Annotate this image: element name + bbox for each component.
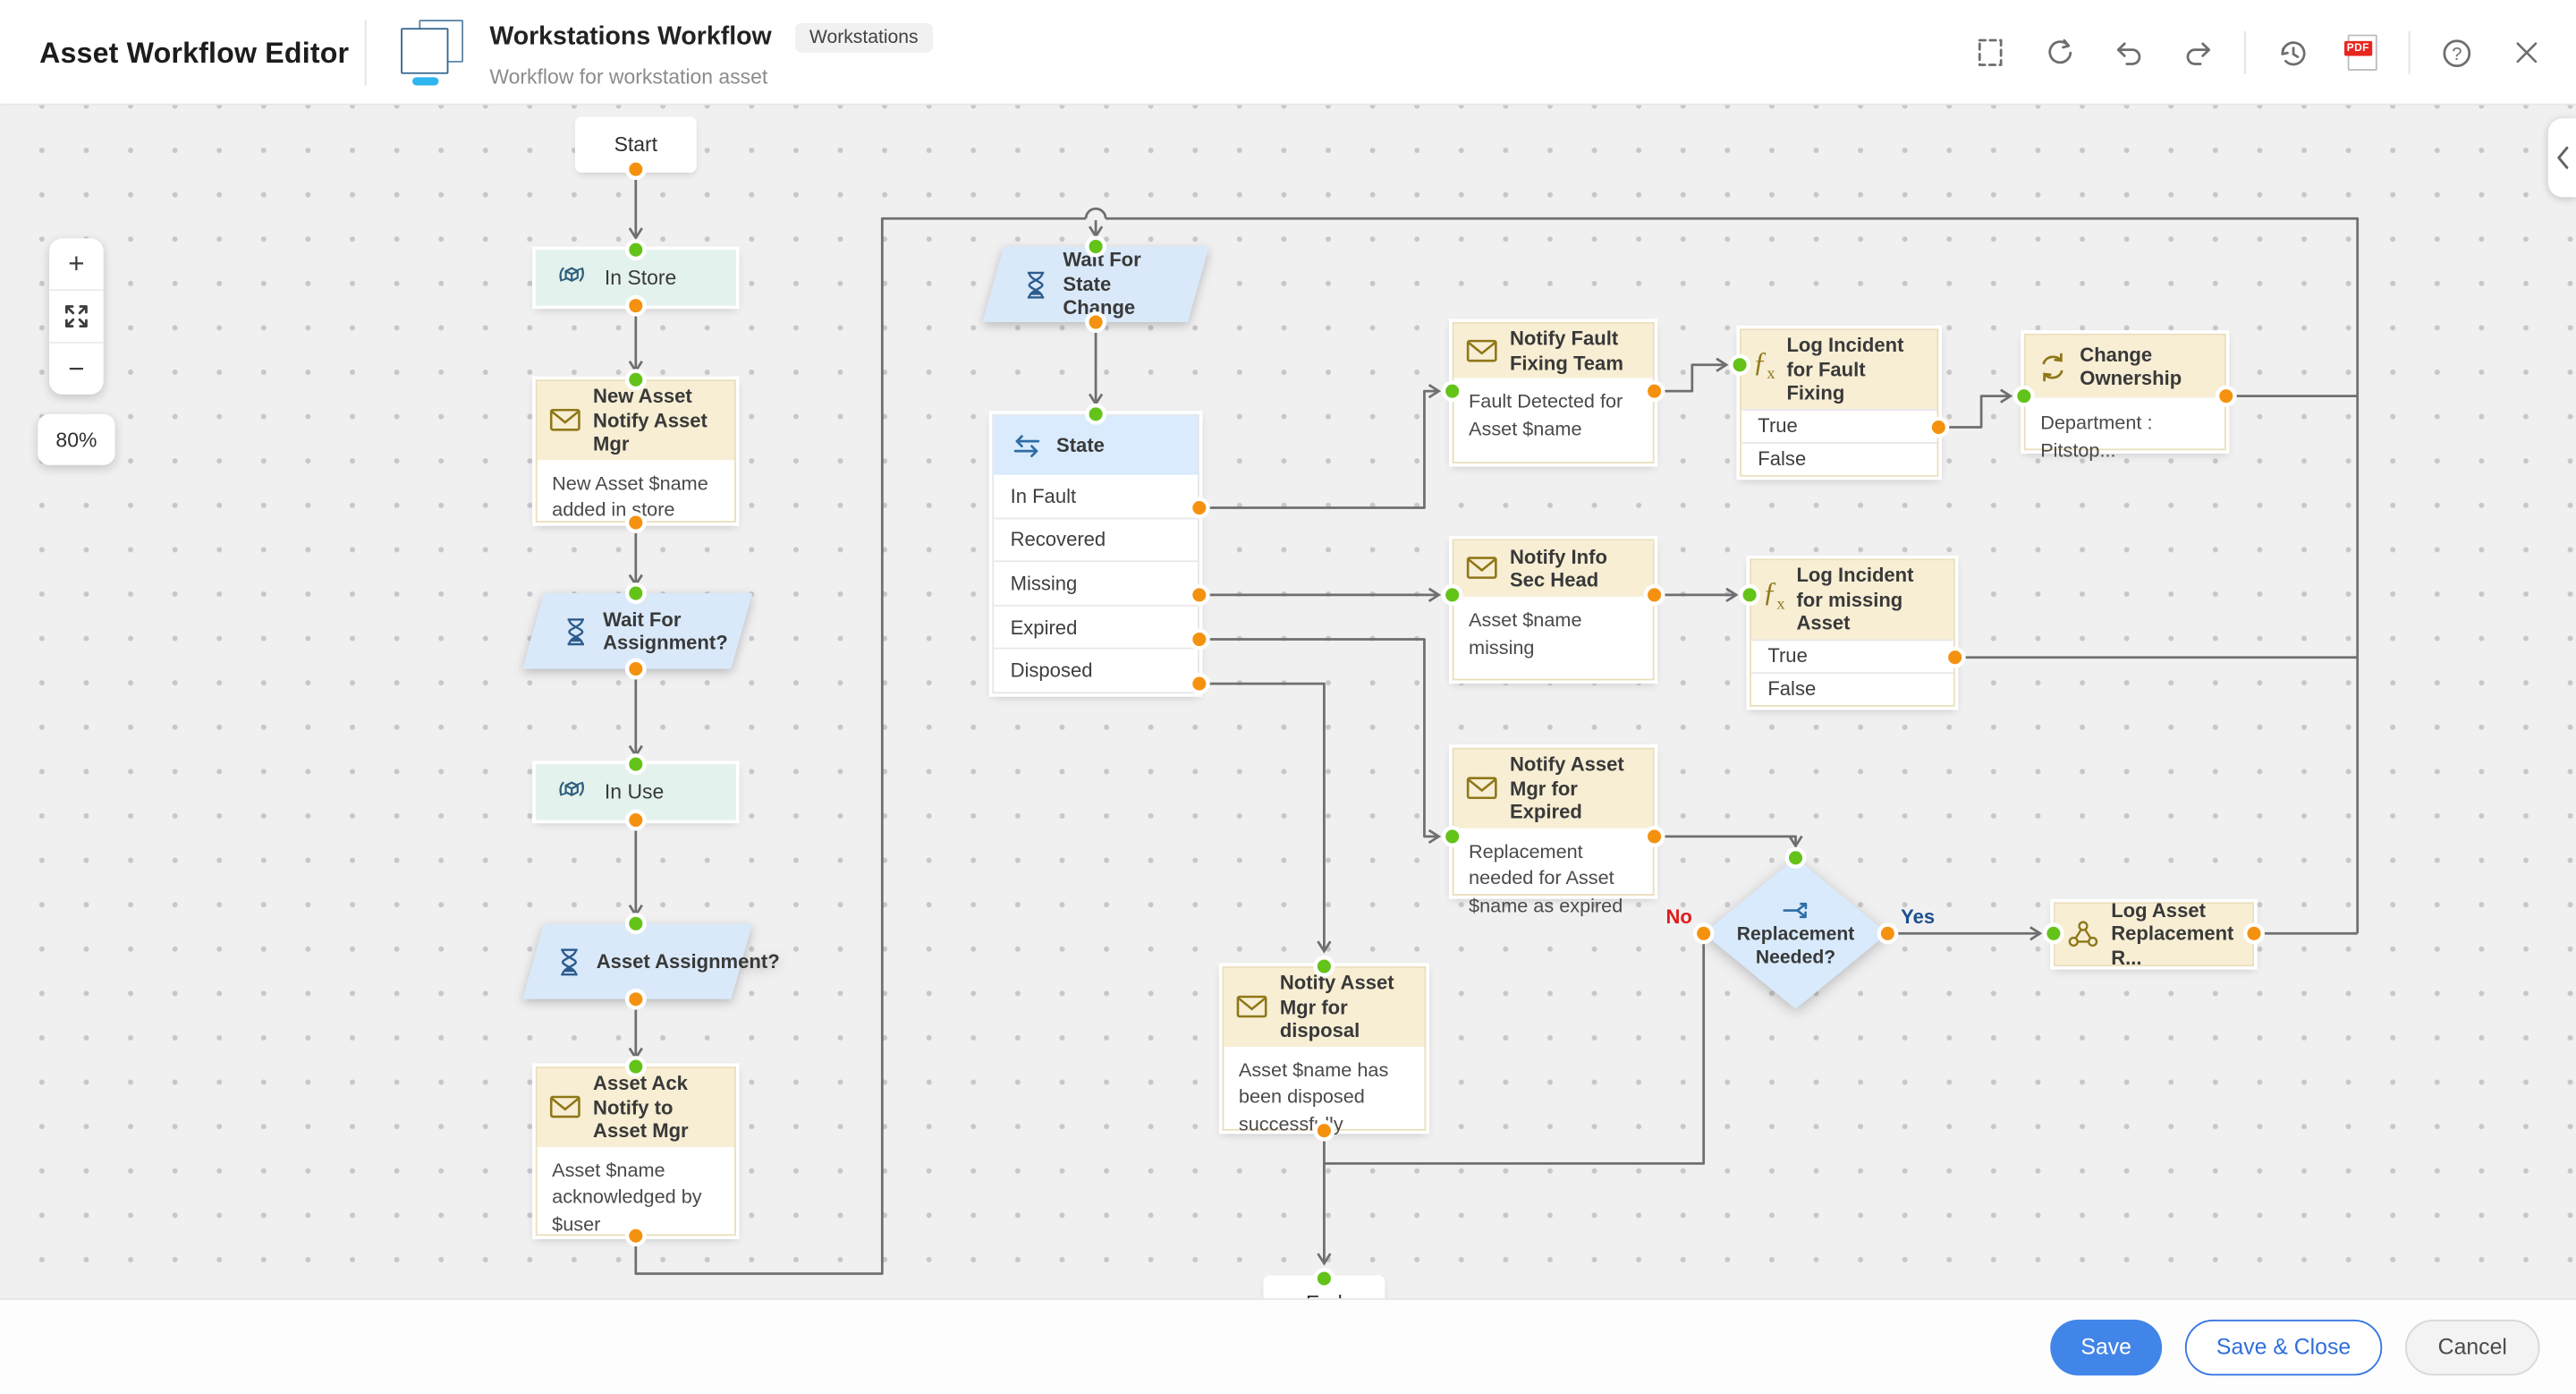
branch-true[interactable]: True (1750, 638, 1953, 672)
asset-state-cycle-icon (554, 259, 589, 295)
toolbar-divider (2408, 30, 2411, 74)
node-new-asset-notify[interactable]: New Asset Notify Asset Mgr New Asset $na… (535, 379, 736, 523)
mail-icon (1235, 994, 1268, 1020)
workflow-type-badge: Workstations (794, 22, 934, 53)
swap-arrows-icon (1011, 433, 1044, 458)
node-log-asset-replacement[interactable]: Log Asset Replacement R... (2053, 898, 2254, 969)
mail-icon (1465, 337, 1498, 363)
footer-bar: Save Save & Close Cancel (0, 1298, 2576, 1394)
function-icon: ƒx (1762, 576, 1785, 614)
workflow-canvas[interactable]: Start In Store New Asset Notify Asset Mg… (0, 105, 2576, 1299)
zoom-level[interactable]: 80% (38, 413, 115, 465)
header-divider (364, 20, 367, 86)
mail-icon (1465, 775, 1498, 801)
branch-label-yes: Yes (1901, 905, 1936, 929)
branch-true[interactable]: True (1741, 408, 1937, 442)
close-icon[interactable] (2499, 25, 2554, 80)
state-option-missing[interactable]: Missing (994, 560, 1198, 605)
header: Asset Workflow Editor Workstations Workf… (0, 0, 2576, 106)
node-wait-for-state-change[interactable]: Wait For State Change (982, 247, 1208, 322)
node-state-switch[interactable]: State In Fault Recovered Missing Expired… (992, 413, 1199, 694)
branch-label-no: No (1665, 905, 1692, 929)
state-option-recovered[interactable]: Recovered (994, 516, 1198, 561)
circular-arrows-icon (2038, 351, 2069, 382)
hourglass-icon (562, 616, 589, 647)
node-in-store[interactable]: In Store (535, 250, 736, 306)
mail-icon (1465, 556, 1498, 582)
branch-false[interactable]: False (1741, 441, 1937, 475)
branch-false[interactable]: False (1750, 671, 1953, 705)
node-asset-ack-notify[interactable]: Asset Ack Notify to Asset Mgr Asset $nam… (535, 1067, 736, 1237)
asset-state-cycle-icon (554, 774, 589, 810)
branch-split-icon (1779, 898, 1812, 922)
node-asset-assignment[interactable]: Asset Assignment? (522, 923, 780, 999)
hourglass-icon (555, 946, 583, 977)
workflow-title: Workstations Workflow (489, 22, 772, 51)
cancel-button[interactable]: Cancel (2404, 1318, 2540, 1375)
marquee-select-icon[interactable] (1963, 25, 2018, 80)
toolbar: PDF҅ ? (1963, 0, 2553, 106)
save-and-close-button[interactable]: Save & Close (2184, 1318, 2383, 1375)
chevron-left-icon (2556, 146, 2568, 169)
webhook-icon (2067, 919, 2100, 950)
mail-icon (548, 407, 581, 433)
workstation-icon (401, 20, 470, 86)
save-button[interactable]: Save (2050, 1318, 2163, 1375)
zoom-controls: + − (49, 238, 104, 395)
hourglass-icon (1021, 268, 1049, 300)
state-option-in-fault[interactable]: In Fault (994, 474, 1198, 517)
redo-icon[interactable] (2170, 25, 2224, 80)
pdf-export-icon[interactable]: PDF҅ (2334, 25, 2389, 80)
workflow-subtitle: Workflow for workstation asset (489, 65, 768, 89)
node-in-use[interactable]: In Use (535, 764, 736, 820)
node-wait-for-assignment[interactable]: Wait For Assignment? (522, 593, 752, 668)
undo-icon[interactable] (2101, 25, 2156, 80)
node-notify-fault-fixing-team[interactable]: Notify Fault Fixing Team Fault Detected … (1452, 321, 1655, 463)
node-replacement-needed-decision[interactable]: Replacement Needed? (1703, 857, 1888, 1009)
output-ports[interactable] (624, 158, 2265, 1247)
state-option-expired[interactable]: Expired (994, 604, 1198, 649)
help-icon[interactable]: ? (2430, 25, 2485, 80)
node-log-incident-fault-fixing[interactable]: ƒx Log Incident for Fault Fixing True Fa… (1740, 328, 1939, 477)
node-start[interactable]: Start (578, 120, 694, 170)
history-icon[interactable] (2266, 25, 2320, 80)
toolbar-divider (2243, 30, 2246, 74)
node-change-ownership[interactable]: Change Ownership Department : Pitstop... (2023, 333, 2226, 461)
refresh-icon[interactable] (2032, 25, 2087, 80)
node-notify-asset-mgr-disposal[interactable]: Notify Asset Mgr for disposal Asset $nam… (1222, 965, 1427, 1135)
node-notify-asset-mgr-expired[interactable]: Notify Asset Mgr for Expired Replacement… (1452, 747, 1655, 916)
zoom-out-button[interactable]: − (49, 342, 104, 395)
node-log-incident-missing-asset[interactable]: ƒx Log Incident for missing Asset True F… (1750, 558, 1955, 707)
mail-icon (548, 1094, 581, 1120)
node-notify-info-sec-head[interactable]: Notify Info Sec Head Asset $name missing (1452, 539, 1655, 681)
fit-screen-button[interactable] (49, 289, 104, 342)
zoom-in-button[interactable]: + (68, 247, 85, 279)
state-option-disposed[interactable]: Disposed (994, 648, 1198, 693)
svg-text:?: ? (2452, 44, 2462, 64)
collapse-panel-tab[interactable] (2547, 118, 2576, 198)
page-title: Asset Workflow Editor (39, 36, 350, 70)
function-icon: ƒx (1752, 346, 1775, 384)
node-end[interactable]: End (1267, 1278, 1382, 1299)
